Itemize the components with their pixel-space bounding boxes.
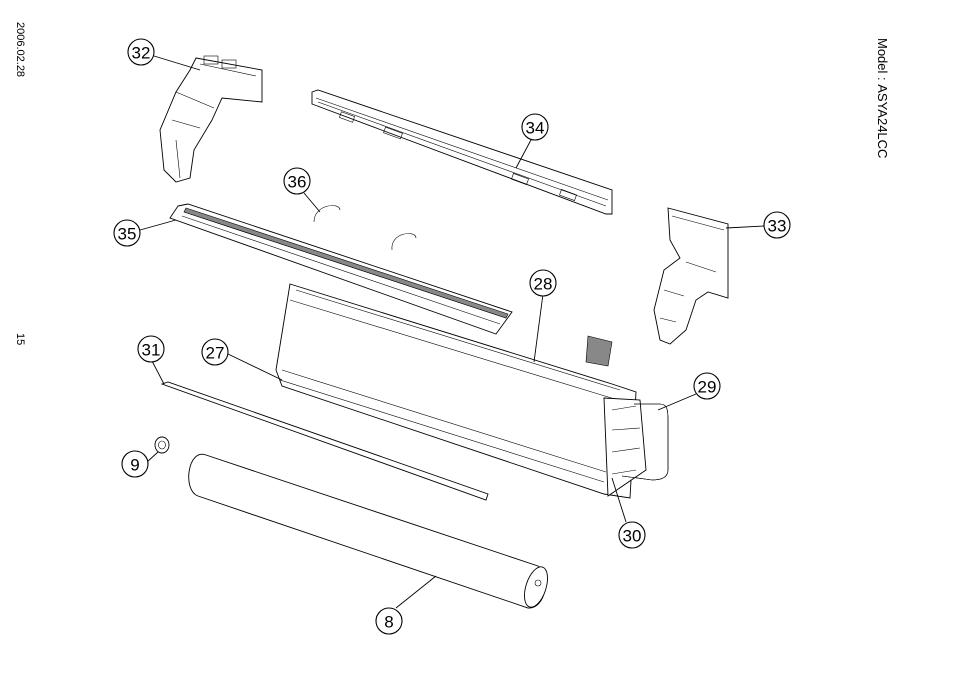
leader-34 <box>515 137 533 169</box>
leader-29 <box>657 393 697 411</box>
callout-29: 29 <box>693 372 721 400</box>
callout-8: 8 <box>375 607 403 635</box>
leader-32 <box>153 55 201 71</box>
callout-30: 30 <box>618 521 646 549</box>
part-34-top-strip <box>311 89 613 215</box>
callout-35-label: 35 <box>118 225 137 244</box>
leader-30 <box>611 477 627 523</box>
callout-35: 35 <box>113 219 141 247</box>
part-9-knob <box>154 436 170 454</box>
callout-9: 9 <box>121 450 149 478</box>
callout-33-label: 33 <box>768 217 787 236</box>
part-36-hooks <box>313 205 417 251</box>
leader-9 <box>146 451 159 463</box>
leader-35 <box>139 219 177 231</box>
callout-28: 28 <box>529 269 557 297</box>
part-32-left-bracket <box>159 55 263 183</box>
callout-28-label: 28 <box>534 275 553 294</box>
callout-31-label: 31 <box>142 341 161 360</box>
callout-9-label: 9 <box>130 456 139 475</box>
part-8-fan-cylinder <box>188 453 548 609</box>
part-35-louver-grille <box>169 203 513 335</box>
callout-32: 32 <box>127 38 155 66</box>
callout-36: 36 <box>283 167 311 195</box>
part-29-30-piping <box>621 403 669 481</box>
part-33-right-bracket <box>653 207 729 345</box>
leader-8 <box>395 575 437 609</box>
callout-33: 33 <box>763 211 791 239</box>
leader-27 <box>227 353 283 381</box>
callout-32-label: 32 <box>132 44 151 63</box>
callout-36-label: 36 <box>288 173 307 192</box>
callout-29-label: 29 <box>698 378 717 397</box>
part-31-rail <box>160 381 489 501</box>
leader-33 <box>725 225 765 229</box>
callout-27: 27 <box>201 338 229 366</box>
callout-31: 31 <box>137 335 165 363</box>
part-28-heat-exchanger <box>275 283 647 499</box>
callout-27-label: 27 <box>206 344 225 363</box>
leader-31 <box>151 360 165 385</box>
callout-30-label: 30 <box>623 527 642 546</box>
callout-8-label: 8 <box>384 613 393 632</box>
callout-34-label: 34 <box>526 119 545 138</box>
callout-34: 34 <box>521 113 549 141</box>
leader-28 <box>533 293 544 363</box>
leader-36 <box>303 192 321 213</box>
